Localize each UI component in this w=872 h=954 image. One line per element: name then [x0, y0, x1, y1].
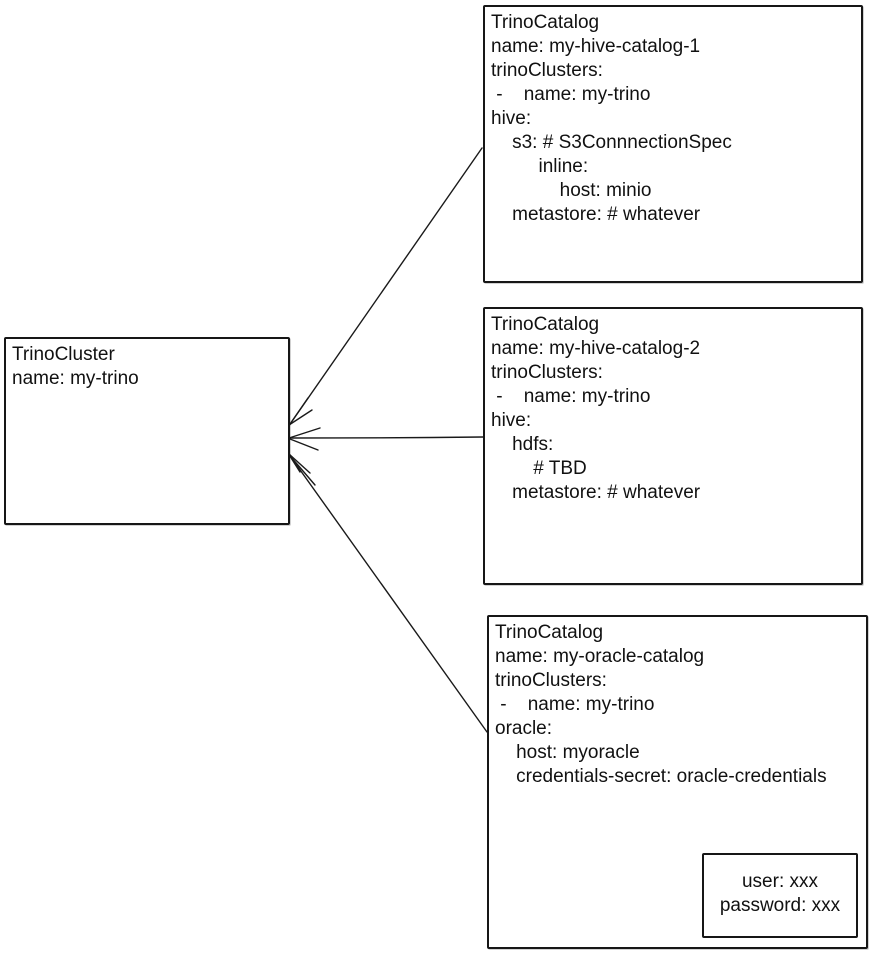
- node-trino-catalog-hive-2: TrinoCatalog name: my-hive-catalog-2 tri…: [483, 307, 863, 585]
- connector-catalog3-to-cluster: [287, 452, 488, 733]
- node-title: TrinoCatalog: [491, 12, 600, 33]
- connector-catalog1-to-cluster: [287, 147, 483, 428]
- text-line: name: my-trino: [12, 368, 139, 389]
- text-line: name: my-hive-catalog-1: [491, 36, 701, 57]
- node-oracle-credentials-secret: user: xxx password: xxx: [702, 853, 858, 938]
- text-line: inline:: [491, 156, 589, 177]
- text-line: credentials-secret: oracle-credentials: [495, 766, 827, 787]
- text-line: s3: # S3ConnnectionSpec: [491, 132, 732, 153]
- node-title: TrinoCatalog: [495, 622, 604, 643]
- text-line: password: xxx: [719, 895, 841, 916]
- node-title: TrinoCluster: [12, 344, 115, 365]
- text-line: metastore: # whatever: [491, 482, 701, 503]
- text-line: name: my-oracle-catalog: [495, 646, 705, 667]
- text-line: hive:: [491, 108, 532, 129]
- text-line: host: minio: [491, 180, 652, 201]
- text-line: trinoClusters:: [491, 60, 603, 81]
- text-line: name: my-hive-catalog-2: [491, 338, 701, 359]
- text-line: trinoClusters:: [491, 362, 603, 383]
- text-line: hdfs:: [491, 434, 554, 455]
- text-line: host: myoracle: [495, 742, 640, 763]
- text-line: - name: my-trino: [495, 694, 655, 715]
- node-title: TrinoCatalog: [491, 314, 600, 335]
- text-line: oracle:: [495, 718, 553, 739]
- text-line: user: xxx: [741, 871, 819, 892]
- text-line: - name: my-trino: [491, 84, 651, 105]
- text-line: hive:: [491, 410, 532, 431]
- node-trino-cluster: TrinoCluster name: my-trino: [4, 337, 290, 525]
- text-line: metastore: # whatever: [491, 204, 701, 225]
- text-line: trinoClusters:: [495, 670, 607, 691]
- connector-catalog2-to-cluster: [288, 427, 484, 451]
- node-trino-catalog-hive-1: TrinoCatalog name: my-hive-catalog-1 tri…: [483, 5, 863, 283]
- text-line: # TBD: [491, 458, 587, 479]
- text-line: - name: my-trino: [491, 386, 651, 407]
